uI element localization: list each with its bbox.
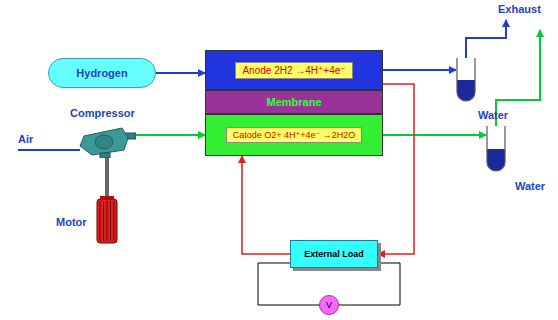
- exhaust-label: Exhaust: [498, 3, 541, 15]
- motor-body: [97, 199, 117, 243]
- node-text: Motor: [56, 216, 87, 228]
- compressor-hub: [95, 135, 113, 149]
- motor-cap: [100, 196, 114, 200]
- air-label: Air: [18, 133, 33, 145]
- water-tube-drawing: [486, 126, 506, 172]
- node-text: Anode 2H2 →4H⁺+4e⁻: [235, 62, 352, 79]
- connector: [242, 156, 290, 254]
- connector: [136, 134, 205, 136]
- voltmeter: V: [319, 295, 339, 315]
- connector: [383, 69, 456, 71]
- connector: [383, 134, 486, 136]
- exhaust-arrow: [466, 20, 506, 58]
- tube-outline: [457, 58, 475, 101]
- connector: [105, 158, 109, 196]
- water-tube: Water: [456, 58, 476, 102]
- cathode-layer: Catode O2+ 4H⁺+4e⁻ →2H2O: [205, 114, 383, 156]
- motor-fin: [100, 201, 101, 241]
- node-text: Membrane: [266, 96, 321, 108]
- compressor: Compressor: [78, 124, 136, 158]
- compressor-body: [80, 128, 128, 155]
- node-text: Water: [478, 109, 508, 121]
- connector: [258, 263, 319, 305]
- motor-fin: [107, 201, 108, 241]
- connector: [156, 72, 205, 74]
- anode-layer: Anode 2H2 →4H⁺+4e⁻: [205, 50, 383, 90]
- node-text: Water: [515, 180, 545, 192]
- external-load-box: External Load: [290, 240, 378, 268]
- node-text: V: [326, 300, 332, 310]
- motor-fin: [110, 201, 111, 241]
- node-text: Compressor: [70, 107, 135, 119]
- connector: [339, 263, 400, 305]
- hydrogen-tank: Hydrogen: [48, 58, 156, 88]
- tube-outline: [487, 126, 505, 171]
- motor-fin: [114, 201, 115, 241]
- air-inlet-line: [18, 149, 80, 151]
- compressor-foot: [100, 153, 110, 158]
- motor-drawing: [96, 196, 118, 246]
- node-text: External Load: [304, 249, 364, 259]
- node-text: Catode O2+ 4H⁺+4e⁻ →2H2O: [226, 127, 363, 143]
- connector: [378, 84, 414, 254]
- compressor-drawing: [78, 124, 136, 158]
- motor: Motor: [96, 196, 118, 246]
- node-text: Hydrogen: [76, 67, 127, 79]
- motor-fin: [103, 201, 104, 241]
- membrane-layer: Membrane: [205, 90, 383, 114]
- water-tube-drawing: [456, 58, 476, 102]
- water-tube: Water: [486, 126, 506, 172]
